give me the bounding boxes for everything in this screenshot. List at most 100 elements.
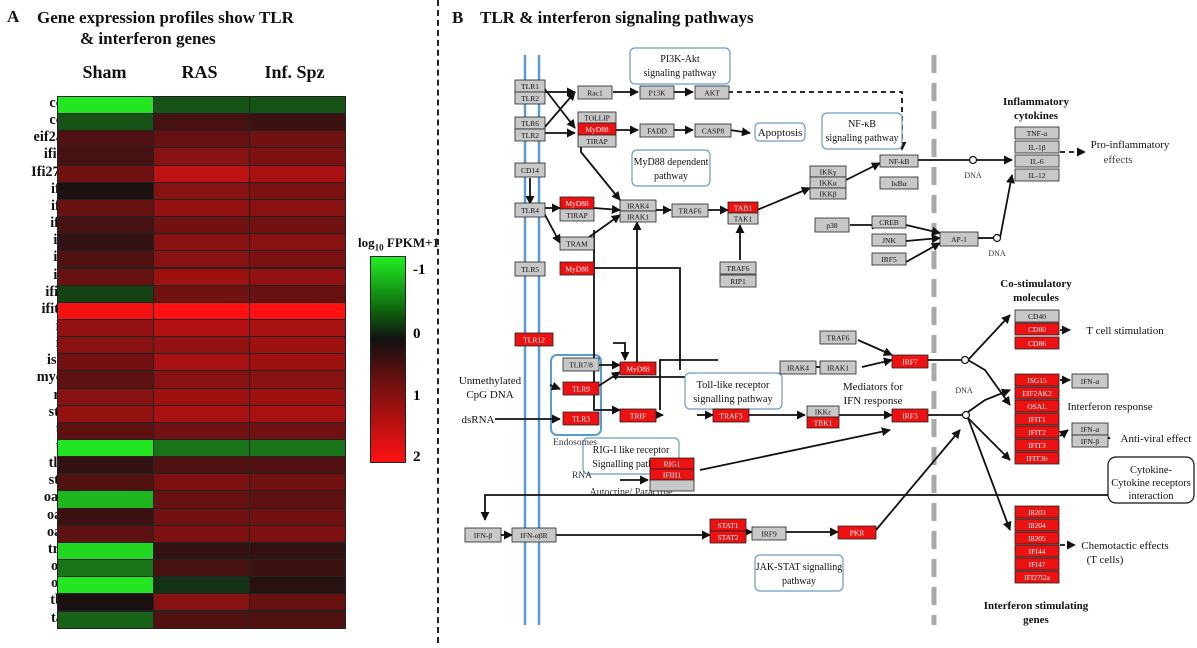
node-ifit3 — [1014, 438, 1060, 452]
node-irak4b — [779, 360, 817, 375]
node-i8205 — [1014, 531, 1060, 545]
colorbar-tick-2: 2 — [413, 449, 421, 465]
heatmap-cell-ifih1-2 — [249, 216, 346, 235]
heatmap-cell-tab1-0 — [57, 610, 154, 629]
heatmap-cell-oas3-1 — [153, 576, 250, 595]
node-label-tlr2b: TLR2 — [521, 131, 539, 140]
node-traf6c — [819, 330, 857, 345]
node-ap1 — [939, 231, 979, 247]
node-label-ikke: IKKε — [815, 408, 831, 417]
dsrna-label: dsRNA — [461, 414, 494, 426]
node-osal — [1014, 399, 1060, 413]
node-label-il6: IL-6 — [1030, 157, 1044, 166]
isg-label-2: genes — [1023, 614, 1049, 626]
node-ifi27l2a — [1014, 570, 1060, 584]
node-jnk — [871, 233, 907, 247]
node-label-ifnb: IFN-β — [1081, 437, 1100, 446]
tcell-label: T cell stimulation — [1086, 325, 1164, 337]
node-tak1 — [727, 212, 759, 225]
node-oas — [649, 479, 695, 492]
panel-b-title: TLR & interferon signaling pathways — [480, 8, 754, 27]
heatmap-cell-tlr12-1 — [153, 456, 250, 475]
heatmap-cell-ifit1-2 — [249, 233, 346, 252]
heatmap-cell-ifit3b-2 — [249, 284, 346, 303]
heatmap-cell-stat4-2 — [249, 473, 346, 492]
node-tlr12 — [514, 332, 554, 347]
heatmap-cell-ifit3-2 — [249, 267, 346, 286]
node-nfkb — [879, 154, 919, 168]
node-label-irf7: IRF7 — [902, 358, 918, 367]
pathway-outcome-labels: Inflammatory cytokines Pro-inflammatory … — [459, 96, 1192, 626]
node-irf3 — [891, 408, 929, 423]
inflammatory-label-2: cytokines — [1014, 110, 1059, 122]
apoptosis-label: Apoptosis — [758, 127, 803, 139]
pathway-diagram: PI3K-Akt signaling pathway Apoptosis NF-… — [440, 0, 1197, 643]
heatmap-cell-irf3-1 — [153, 336, 250, 355]
heatmap-cell-oas1a-2 — [249, 490, 346, 509]
node-tirap2 — [559, 208, 595, 222]
heatmap-cell-isg15-1 — [153, 353, 250, 372]
node-tbk1 — [806, 416, 840, 429]
node-traf3 — [712, 408, 750, 423]
myd88dep-label-1: MyD88 dependent — [634, 157, 709, 168]
node-label-fadd: FADD — [647, 127, 667, 136]
heatmap-cell-oas1a-1 — [153, 490, 250, 509]
node-label-irak1b: IRAK1 — [827, 364, 849, 373]
node-ifnabr — [511, 527, 557, 543]
node-label-ikkg: IKKγ — [820, 168, 837, 177]
nfkb-label-2: signaling pathway — [825, 133, 898, 144]
node-akt — [694, 85, 730, 100]
node-label-myd88b: MyD88 — [565, 199, 589, 208]
node-label-tab1: TAB1 — [734, 204, 752, 213]
column-header-sham: Sham — [82, 62, 127, 82]
node-label-jnk: JNK — [882, 236, 896, 245]
dna-label-3: DNA — [955, 386, 973, 395]
myd88dep-label-2: pathway — [654, 171, 688, 182]
colorbar-tick-1: 1 — [413, 388, 421, 404]
node-cd86 — [1014, 336, 1060, 350]
node-label-ifit3: IFIT3 — [1028, 441, 1046, 450]
node-label-akt: AKT — [704, 89, 720, 98]
node-ifit3b — [1014, 451, 1060, 465]
heatmap-cell-ifit1-1 — [153, 233, 250, 252]
heatmap-cell-ifi47-1 — [153, 198, 250, 218]
node-myd88c — [559, 261, 595, 276]
node-label-tollip: TOLLIP — [584, 114, 610, 123]
node-label-eif2ak2: EIF2AK2 — [1022, 389, 1052, 398]
node-label-isg15: ISG15 — [1027, 376, 1047, 385]
node-tlr3 — [562, 411, 600, 426]
node-cd40 — [1014, 309, 1060, 323]
node-label-myd88c: MyD88 — [565, 265, 589, 274]
node-ifi47 — [1014, 557, 1060, 571]
column-header-ras: RAS — [181, 62, 218, 82]
node-label-irak1a: IRAK1 — [627, 213, 649, 222]
heatmap-cell-irf7-2 — [249, 318, 346, 338]
colorbar-title: log10 FPKM+1 — [358, 235, 440, 253]
heatmap-cell-oas2-1 — [153, 559, 250, 578]
heatmap-cell-irf3-2 — [249, 336, 346, 355]
heatmap-cell-tlr3-2 — [249, 421, 346, 440]
node-ifi44 — [1014, 544, 1060, 558]
node-isg15 — [1014, 373, 1060, 387]
node-label-ifna1: IFN-α — [1081, 377, 1100, 386]
node-label-nfkb: NF-kB — [889, 157, 910, 166]
heatmap-cell-tab1-2 — [249, 610, 346, 629]
heatmap-cell-oasl1-2 — [249, 507, 346, 526]
heatmap-cell-tbk1-2 — [249, 593, 346, 612]
tlr-label-1: Toll-like receptor — [696, 380, 770, 391]
node-p13k — [639, 85, 675, 100]
tlr-label-2: signalling pathway — [693, 394, 773, 405]
heatmap-cell-oas2-2 — [249, 559, 346, 578]
costim-label-1: Co-stimulatory — [1000, 278, 1072, 290]
pathway-box-labels: PI3K-Akt signaling pathway Apoptosis NF-… — [592, 54, 1191, 587]
node-label-myd88d: MyD88 — [626, 365, 650, 374]
node-traf6a — [671, 203, 709, 218]
pathway-reference-boxes — [582, 47, 1195, 592]
ifnresp-label: Interferon response — [1067, 401, 1152, 413]
column-header-inf-spz: Inf. Spz — [264, 62, 325, 82]
node-label-ikka: IKKα — [819, 179, 836, 188]
node-label-tnfa: TNF-α — [1027, 129, 1048, 138]
node-label-tirap2: TIRAP — [566, 211, 588, 220]
node-label-ap1: AP-1 — [951, 235, 967, 244]
heatmap-cell-oasl1-1 — [153, 507, 250, 526]
